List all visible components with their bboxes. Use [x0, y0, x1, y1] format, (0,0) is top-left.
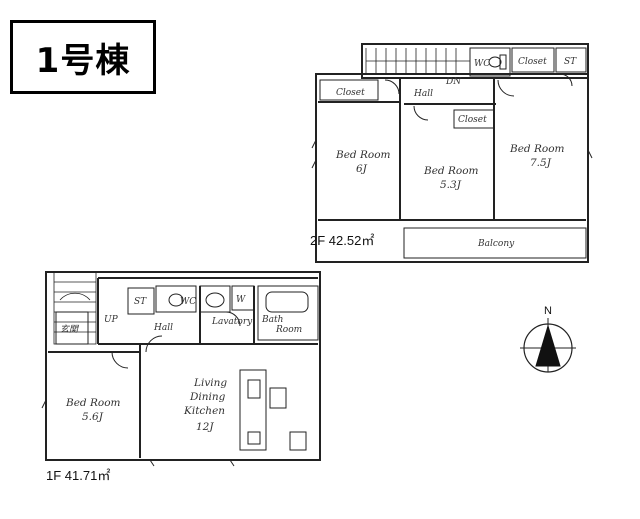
- floor-1-outer-wall: [45, 271, 321, 461]
- f2-dn: DN: [445, 77, 462, 87]
- f1-ldk-size: 12J: [196, 421, 214, 433]
- f1-area-label: 1F 41.71㎡: [46, 468, 110, 483]
- f2-hall: Hall: [413, 89, 433, 99]
- f2-closet-left: Closet: [336, 88, 365, 98]
- f2-bed1-size: 6J: [356, 163, 368, 175]
- f1-ldk-living: Living: [193, 377, 227, 389]
- floor-1-plan: [41, 271, 321, 467]
- f1-wc: WC: [180, 297, 196, 307]
- north-compass-icon: [520, 318, 576, 373]
- f1-lavatory: Lavatory: [211, 317, 253, 327]
- floor-2-stairs: [365, 48, 470, 74]
- f2-st: ST: [564, 57, 577, 67]
- building-title-text: 1号棟: [35, 40, 131, 81]
- f2-bed2-size: 5.3J: [440, 179, 462, 191]
- f2-area-label: 2F 42.52㎡: [310, 233, 374, 248]
- f1-w: W: [236, 295, 246, 305]
- f2-balcony: Balcony: [477, 239, 515, 249]
- floor-2-plan: [311, 43, 593, 263]
- f1-bed-size: 5.6J: [82, 411, 104, 423]
- kitchen-counter: [239, 369, 267, 451]
- floor-1-entrance: [55, 311, 89, 345]
- f1-entrance: 玄関: [60, 324, 80, 335]
- f2-closet-mid: Closet: [458, 115, 487, 125]
- f2-bed3-size: 7.5J: [530, 157, 552, 169]
- f2-closet-right: Closet: [518, 57, 547, 67]
- compass-n-label: N: [544, 305, 552, 317]
- f2-bed1-name: Bed Room: [335, 149, 391, 161]
- f2-bed2-name: Bed Room: [423, 165, 479, 177]
- f1-ldk-dining: Dining: [189, 391, 226, 403]
- building-title: 1号棟: [10, 20, 156, 94]
- f2-wc: WC: [474, 59, 490, 69]
- f1-bed-name: Bed Room: [65, 397, 121, 409]
- f1-ldk-kitchen: Kitchen: [183, 405, 225, 417]
- floor-2-upper-wall: [361, 43, 589, 79]
- f1-hall: Hall: [153, 323, 173, 333]
- floor-2-balcony: [403, 227, 587, 259]
- floor-2-wc-wall: [469, 47, 511, 77]
- f2-bed3-name: Bed Room: [509, 143, 565, 155]
- f1-bath: Bath: [261, 315, 283, 325]
- f1-st: ST: [134, 297, 147, 307]
- f1-bath-room: Room: [275, 325, 302, 335]
- f1-up: UP: [104, 315, 119, 325]
